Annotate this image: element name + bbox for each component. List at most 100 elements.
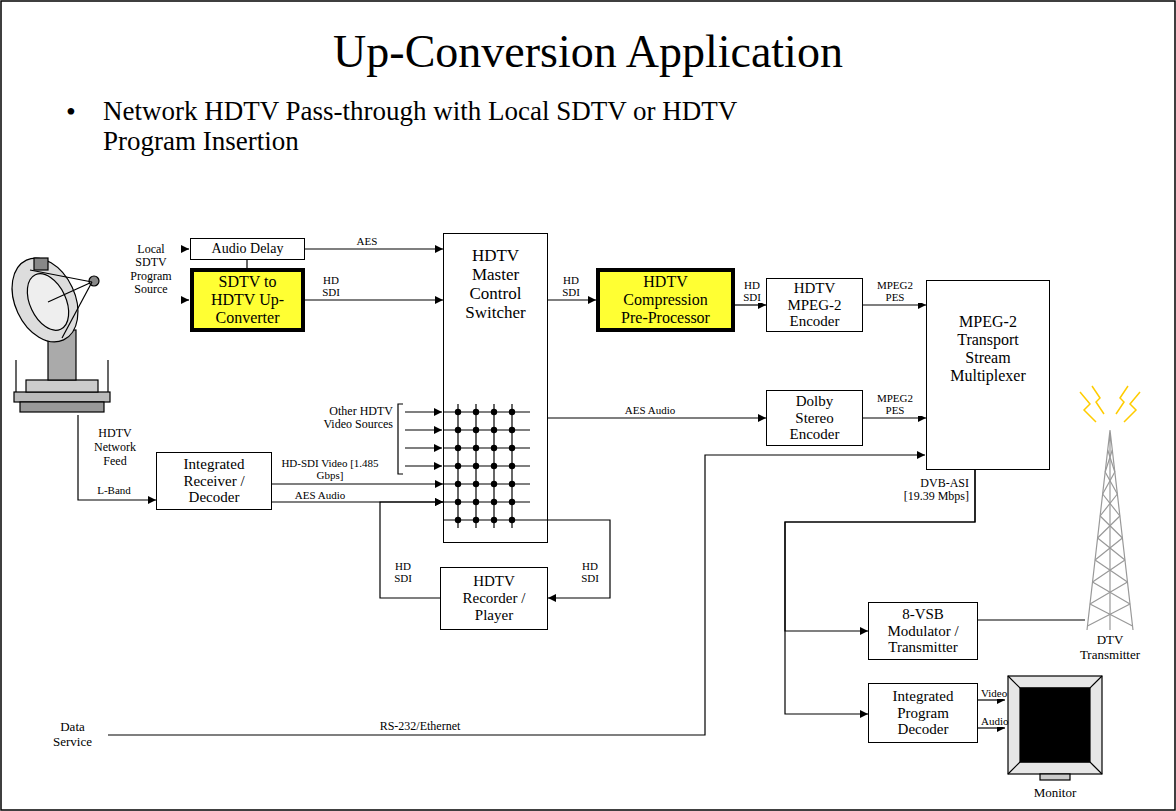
dish-node: HDTV Network Feed xyxy=(8,255,113,415)
connector xyxy=(735,304,766,305)
connector xyxy=(978,699,1005,700)
crosspoint-dot xyxy=(491,427,497,433)
crosspoint-dot xyxy=(473,463,479,469)
edge-label: AES Audio xyxy=(610,404,690,416)
highlight-box: SDTV to HDTV Up-Converter xyxy=(190,268,305,332)
edge-label: HD SDI xyxy=(318,274,344,298)
crosspoint-dot xyxy=(473,445,479,451)
connector xyxy=(548,417,766,418)
highlight-box: HDTV Compression Pre-Processor xyxy=(596,268,735,332)
connector xyxy=(305,248,443,249)
satellite-dish xyxy=(0,247,110,412)
connector xyxy=(978,619,1085,620)
connector xyxy=(380,502,443,598)
process-box: HDTV MPEG-2 Encoder xyxy=(766,278,863,332)
crosspoint-dot xyxy=(473,409,479,415)
connector xyxy=(78,415,156,500)
crosspoint-dot xyxy=(455,499,461,505)
crosspoint-dot xyxy=(509,409,515,415)
crosspoint-dot xyxy=(509,481,515,487)
source-label: Local SDTV Program Source xyxy=(122,243,180,297)
crosspoint-dot xyxy=(509,517,515,523)
node-text: MPEG-2 Transport Stream Multiplexer xyxy=(941,313,1036,385)
edge-label: AES xyxy=(352,235,382,247)
connector xyxy=(863,417,926,418)
node-text: HDTV Compression Pre-Processor xyxy=(611,273,721,327)
crosspoint-dot xyxy=(491,463,497,469)
edge-label: HD SDI xyxy=(575,560,605,584)
edge-label: AES Audio xyxy=(280,489,360,501)
crosspoint-dot xyxy=(491,409,497,415)
crosspoint-dot xyxy=(455,463,461,469)
crosspoint-dots xyxy=(455,409,515,523)
edge-label: HD SDI xyxy=(388,560,418,584)
crosspoint-dot xyxy=(455,481,461,487)
node-caption: DTV Transmitter xyxy=(1070,633,1150,663)
connector xyxy=(305,299,443,300)
source-label: Other HDTV Video Sources xyxy=(300,405,393,432)
crosspoint-dot xyxy=(491,499,497,505)
edge-label: Audio xyxy=(981,715,1007,727)
node-text: 8-VSB Modulator / Transmitter xyxy=(876,606,971,656)
transmitter-tower xyxy=(1080,386,1140,630)
signal-label: DVB-ASI [19.39 Mbps] xyxy=(893,477,969,504)
process-box: Integrated Receiver / Decoder xyxy=(156,452,272,510)
crosspoint-dot xyxy=(491,445,497,451)
switcher-box: HDTV Master Control Switcher xyxy=(443,233,548,543)
edge-label: Video xyxy=(981,687,1007,699)
crosspoint-dot xyxy=(455,517,461,523)
connector xyxy=(785,470,975,714)
process-box: HDTV Recorder / Player xyxy=(440,567,548,630)
connector xyxy=(863,304,926,305)
node-text: Dolby Stereo Encoder xyxy=(779,393,851,443)
connector xyxy=(548,520,610,598)
node-text: Integrated Program Decoder xyxy=(879,688,967,738)
node-text: HDTV Recorder / Player xyxy=(450,573,538,623)
process-box: Integrated Program Decoder xyxy=(868,683,978,743)
crosspoint-dot xyxy=(473,499,479,505)
crosspoint-dot xyxy=(509,463,515,469)
subtitle: Network HDTV Pass-through with Local SDT… xyxy=(103,96,783,156)
connector xyxy=(548,299,596,300)
node-text: HDTV MPEG-2 Encoder xyxy=(779,280,851,330)
monitor-node: Monitor xyxy=(1005,672,1105,784)
edge-label: MPEG2 PES xyxy=(867,392,923,416)
bullet: • xyxy=(66,96,96,127)
connector xyxy=(272,483,443,484)
crosspoint-dot xyxy=(473,481,479,487)
crosspoint-dot xyxy=(473,427,479,433)
crosspoint-dot xyxy=(509,427,515,433)
crosspoint-dot xyxy=(455,445,461,451)
node-text: HDTV Master Control Switcher xyxy=(458,246,533,322)
crosspoint-dot xyxy=(473,517,479,523)
edge-label: MPEG2 PES xyxy=(867,279,923,303)
monitor-figure xyxy=(1008,676,1102,780)
node-text: Audio Delay xyxy=(212,241,284,257)
title: Up-Conversion Application xyxy=(0,26,1176,78)
crosspoint-dot xyxy=(455,409,461,415)
node-caption: HDTV Network Feed xyxy=(84,427,146,468)
edge-label: HD-SDI Video [1.485 Gbps] xyxy=(280,457,380,481)
connector xyxy=(978,727,1005,728)
crosspoint-dot xyxy=(509,499,515,505)
crosspoint-dot xyxy=(509,445,515,451)
process-box: Dolby Stereo Encoder xyxy=(766,390,863,446)
tower-node: DTV Transmitter xyxy=(1085,415,1135,630)
crosspoint-dot xyxy=(455,427,461,433)
edge-label: HD SDI xyxy=(739,279,765,303)
process-box: Audio Delay xyxy=(190,238,305,260)
edge-label: L-Band xyxy=(84,484,144,496)
signal-label: RS-232/Ethernet xyxy=(360,720,480,733)
node-caption: Monitor xyxy=(1005,786,1105,801)
node-text: SDTV to HDTV Up-Converter xyxy=(196,273,300,327)
crosspoint-dot xyxy=(491,517,497,523)
crosspoint-grid xyxy=(443,404,548,528)
process-box: MPEG-2 Transport Stream Multiplexer xyxy=(926,280,1050,470)
process-box: 8-VSB Modulator / Transmitter xyxy=(868,602,978,660)
edge-label: HD SDI xyxy=(558,274,584,298)
crosspoint-dot xyxy=(491,481,497,487)
source-label: Data Service xyxy=(40,720,105,749)
node-text: Integrated Receiver / Decoder xyxy=(168,456,260,506)
